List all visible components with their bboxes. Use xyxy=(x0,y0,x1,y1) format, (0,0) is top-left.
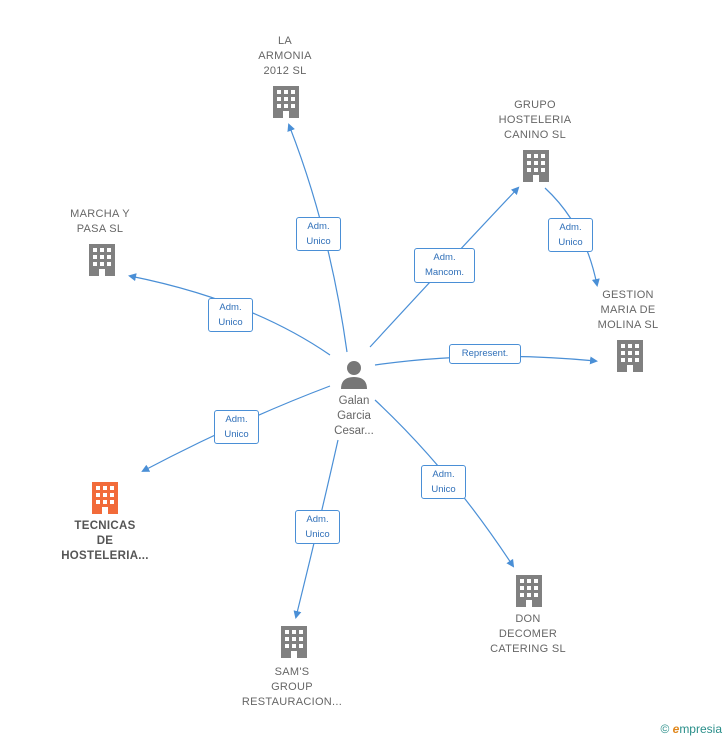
building-icon-highlight[interactable] xyxy=(89,480,121,516)
building-icon[interactable] xyxy=(520,148,552,184)
node-label-tecnicas-hosteleria[interactable]: TECNICAS DE HOSTELERIA... xyxy=(61,520,149,562)
relation-label[interactable]: Adm. Unico xyxy=(208,298,253,332)
relation-label[interactable]: Adm. Unico xyxy=(214,410,259,444)
node-label-la-armonia[interactable]: LA ARMONIA 2012 SL xyxy=(258,35,312,77)
building-icon[interactable] xyxy=(270,84,302,120)
building-icon[interactable] xyxy=(86,242,118,278)
building-icon[interactable] xyxy=(513,573,545,609)
node-label-marcha-y-pasa[interactable]: MARCHA Y PASA SL xyxy=(70,208,130,235)
copyright-symbol: © xyxy=(660,722,670,736)
person-icon[interactable] xyxy=(338,358,370,390)
relation-label[interactable]: Adm. Unico xyxy=(421,465,466,499)
relation-label[interactable]: Adm. Unico xyxy=(295,510,340,544)
node-label-grupo-hosteleria[interactable]: GRUPO HOSTELERIA CANINO SL xyxy=(498,99,572,141)
brand-logo[interactable]: © empresia xyxy=(660,722,722,736)
relation-label[interactable]: Adm. Mancom. xyxy=(414,248,475,283)
relation-label[interactable]: Adm. Unico xyxy=(296,217,341,251)
relation-label[interactable]: Adm. Unico xyxy=(548,218,593,252)
brand-name: mpresia xyxy=(679,722,722,736)
building-icon[interactable] xyxy=(614,338,646,374)
brand-initial: e xyxy=(672,722,680,736)
relation-label[interactable]: Represent. xyxy=(449,344,521,364)
node-label-don-decomer[interactable]: DON DECOMER CATERING SL xyxy=(490,613,566,655)
building-icon[interactable] xyxy=(278,624,310,660)
node-label-gestion-maria[interactable]: GESTION MARIA DE MOLINA SL xyxy=(597,289,659,331)
node-label-sams-group[interactable]: SAM'S GROUP RESTAURACION... xyxy=(241,666,343,708)
person-name[interactable]: Galan Garcia Cesar... xyxy=(334,395,374,437)
